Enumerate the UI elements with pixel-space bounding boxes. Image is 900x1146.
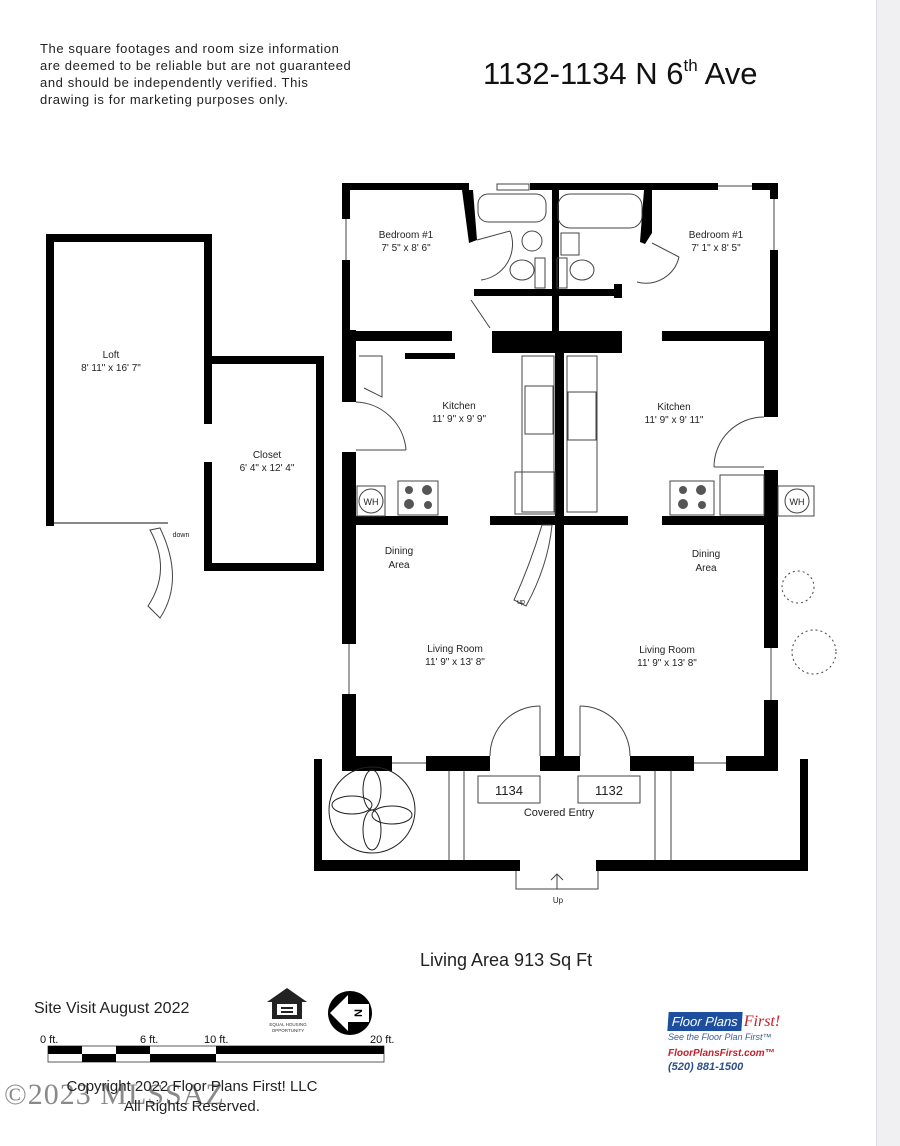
- entry-up-label: Up: [553, 896, 564, 905]
- scale-label: 6 ft.: [140, 1034, 159, 1046]
- copyright: Copyright 2022 Floor Plans First! LLC Al…: [42, 1077, 342, 1117]
- brand-url: FloorPlansFirst.com™: [668, 1048, 775, 1059]
- covered-entry-label: Covered Entry: [524, 807, 595, 819]
- brand-phone: (520) 881-1500: [668, 1061, 744, 1073]
- address-suffix: Ave: [697, 56, 758, 91]
- room-size: 11' 9" x 13' 8": [637, 658, 697, 669]
- room-name: Loft: [103, 350, 120, 361]
- disclaimer-line: are deemed to be reliable but are not gu…: [40, 58, 352, 73]
- unit-label-1134: 1134: [495, 783, 523, 798]
- room-name: Living Room: [427, 644, 483, 655]
- scale-label: 10 ft.: [204, 1034, 229, 1046]
- north-arrow-icon: N: [328, 991, 372, 1035]
- room-name: Living Room: [639, 645, 695, 656]
- equal-housing-icon: [267, 988, 307, 1019]
- brand-accent: First!: [743, 1013, 781, 1030]
- scale-label: 20 ft.: [370, 1034, 395, 1046]
- room-size: 7' 1" x 8' 5": [691, 243, 741, 254]
- copyright-line: Copyright 2022 Floor Plans First! LLC: [66, 1078, 318, 1095]
- room-size: 11' 9" x 9' 11": [645, 415, 704, 426]
- room-size: 11' 9" x 9' 9": [432, 414, 487, 425]
- fixtures: [54, 183, 837, 890]
- address-ordinal: th: [683, 56, 698, 75]
- room-size: 11' 9" x 13' 8": [425, 657, 485, 668]
- scale-bar: [47, 1045, 385, 1063]
- north-letter: N: [353, 1009, 365, 1017]
- room-name: Kitchen: [657, 402, 690, 413]
- room-size: 7' 5" x 8' 6": [381, 243, 431, 254]
- room-name: Dining: [692, 549, 720, 560]
- site-visit-date: Site Visit August 2022: [34, 1000, 190, 1017]
- room-size: 6' 4" x 12' 4": [240, 463, 295, 474]
- stairs-up-label: up: [517, 599, 525, 606]
- water-heater-label: WH: [790, 497, 805, 507]
- room-name: Closet: [253, 450, 282, 461]
- mls-watermark: ©2023 MLSSAZ: [4, 1078, 225, 1111]
- scrollbar-track[interactable]: [876, 0, 900, 1146]
- room-name: Bedroom #1: [379, 230, 434, 241]
- room-name-line2: Area: [695, 563, 717, 574]
- brand-tagline: See the Floor Plan First™: [668, 1032, 772, 1042]
- room-name: Bedroom #1: [689, 230, 744, 241]
- room-name-line2: Area: [388, 560, 410, 571]
- property-address: 1132-1134 N 6th Ave: [483, 56, 757, 92]
- brand-name: Floor Plans: [667, 1012, 743, 1031]
- address-text: 1132-1134 N 6: [483, 56, 684, 91]
- living-area-total: Living Area 913 Sq Ft: [420, 950, 593, 970]
- copyright-line: All Rights Reserved.: [124, 1098, 260, 1115]
- stairs-down-label: down: [173, 532, 190, 539]
- equal-housing-text: EQUAL HOUSING OPPORTUNITY: [269, 1022, 307, 1033]
- scale-label: 0 ft.: [40, 1034, 59, 1046]
- room-name: Dining: [385, 546, 413, 557]
- walls: [46, 183, 808, 871]
- water-heater-label: WH: [364, 497, 379, 507]
- room-size: 8' 11" x 16' 7": [81, 363, 141, 374]
- disclaimer-line: and should be independently verified. Th…: [40, 75, 309, 90]
- disclaimer-line: The square footages and room size inform…: [40, 41, 340, 56]
- disclaimer-line: drawing is for marketing purposes only.: [40, 92, 289, 107]
- room-name: Kitchen: [442, 401, 475, 412]
- unit-label-1132: 1132: [595, 783, 623, 798]
- stove-burners: [404, 485, 706, 509]
- disclaimer: The square footages and room size inform…: [40, 40, 370, 108]
